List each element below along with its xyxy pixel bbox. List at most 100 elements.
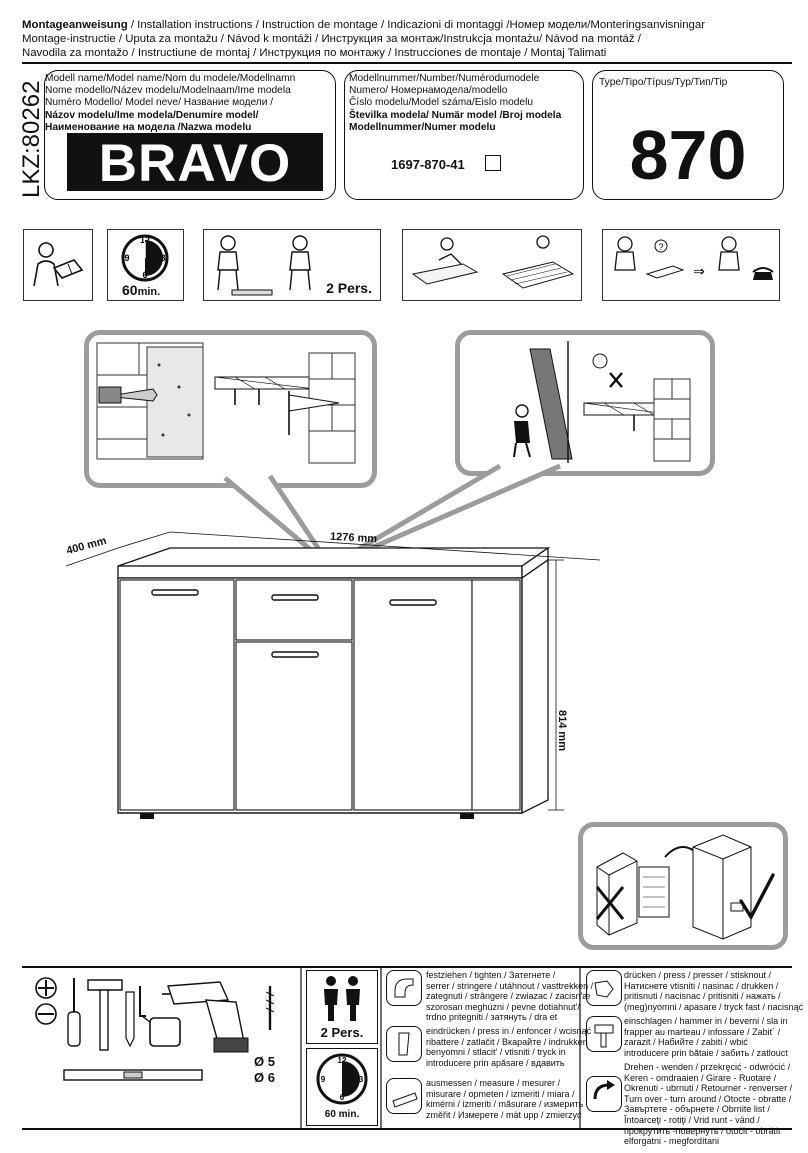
tip-over-callout — [455, 330, 715, 476]
legend-line: elforgatni - megfordítani — [624, 1136, 720, 1147]
legend-line: szorosan meghúzni / pevne dotiahnut'/ — [426, 1001, 580, 1012]
call-support-pictogram: ? ⇒ — [602, 229, 780, 301]
box-orientation-callout — [578, 822, 788, 950]
two-persons-icon — [324, 976, 360, 1021]
two-workers-icon — [217, 235, 311, 296]
header-title-main: Montageanweisung — [22, 19, 128, 31]
press-in-icon — [386, 1026, 422, 1062]
svg-text:6: 6 — [340, 1093, 345, 1102]
unpack-pictogram — [402, 229, 582, 301]
pencil-icon — [125, 991, 135, 1048]
wall-anchor-callout — [84, 330, 377, 488]
header-line1: / Installation instructions / Instructio… — [127, 19, 705, 31]
hammer-icon — [87, 979, 123, 1051]
legend-line: serrer / stringere / utáhnout / vasttrek… — [426, 980, 594, 991]
read-instructions-pictogram — [23, 229, 93, 301]
clock-icon: 12 3 6 9 — [121, 234, 169, 282]
legend-line: Okrenuti - ubrnuti / Retourner - renvers… — [624, 1083, 793, 1094]
svg-text:9: 9 — [124, 253, 129, 263]
legend-line: Keren - omdraaien / Girare - Ruotare / — [624, 1072, 777, 1083]
model-name: BRAVO — [67, 133, 323, 193]
legend-line: eindrücken / press in / enfoncer / wcisn… — [426, 1026, 592, 1036]
legend-turn-over: Drehen - wenden / przekręcić - odwrócić … — [624, 1062, 792, 1147]
legend-line: misurare / opmeten / izmeriti / miara / — [426, 1088, 575, 1099]
tools-rule-bottom — [22, 1128, 792, 1130]
checkbox-square — [485, 155, 501, 171]
time-unit: min. — [137, 286, 161, 298]
legend-line: Drehen - wenden / przekręcić - odwrócić … — [624, 1062, 791, 1072]
legend-line: einschlagen / hammer in / beverni / sla … — [624, 1016, 788, 1026]
number-label-line: Številka modela/ Numär model /Broj model… — [349, 109, 562, 121]
spirit-level-icon — [63, 1069, 203, 1081]
model-number: 1697-870-41 — [391, 157, 465, 172]
number-label-line: Numero/ Номернамодела/modello — [349, 85, 508, 97]
header-title: Montageanweisung / Installation instruct… — [22, 18, 802, 60]
persons-required: 2 Pers. — [306, 970, 378, 1044]
header-line3: Navodila za montažo / Instructiune de mo… — [22, 47, 607, 59]
drill-size-5: Ø 5 — [254, 1054, 275, 1069]
number-label-line: Modellnummer/Number/Numérodumodele — [349, 73, 540, 84]
legend-line: Натиснете vtisniti / nasinac / drukken / — [624, 980, 779, 991]
width-dimension: 1276 mm — [329, 530, 378, 546]
tools-drawing — [35, 977, 275, 1081]
unpack-box-orientation-icon — [595, 834, 775, 940]
header-line2: Montage-instructie / Uputa za montažu / … — [22, 33, 641, 45]
hammer-in-icon — [586, 1016, 622, 1052]
type-value: 870 — [629, 116, 747, 194]
tools-section-grid — [300, 966, 581, 1128]
legend-measure: ausmessen / measure / mesurer / misurare… — [426, 1078, 583, 1120]
legend-line: pritisnuti / nacisnac / pritisniti / наж… — [624, 991, 781, 1002]
type-box: Type/Tipo/Típus/Typ/Тип/Tip 870 — [592, 70, 784, 200]
legend-tighten: festziehen / tighten / Затегнете / serre… — [426, 970, 593, 1023]
header-rule — [22, 62, 792, 64]
legend-line: (meg)nyomni / apasare / tryck fast / nac… — [624, 1001, 804, 1012]
svg-text:?: ? — [658, 242, 663, 252]
model-name-box: Modell name/Model name/Nom du modele/Mod… — [44, 70, 336, 200]
tape-measure-icon — [141, 1015, 181, 1047]
legend-line: прокрутить -повернуть / otočit - obrátit — [624, 1125, 781, 1136]
time-value: 60 — [122, 282, 138, 298]
number-label-line: Modellnummer/Numer modelu — [349, 121, 496, 133]
turn-over-icon — [586, 1076, 622, 1112]
legend-line: Завъртете - обърнете / Obrnite list / — [624, 1104, 770, 1115]
persons-count: 2 Pers. — [320, 1025, 364, 1040]
time-pictogram: 12 3 6 9 60min. — [107, 229, 184, 301]
legend-line: zarazit / Набийте / zabiti / wbić — [624, 1037, 748, 1048]
tip-over-warning-icon — [513, 341, 691, 463]
legend-line: změřit / Измерете / mät upp / zmierzyć — [426, 1109, 582, 1120]
type-label: Type/Tipo/Típus/Typ/Тип/Tip — [599, 77, 728, 88]
legend-line: zategnuti / strângere / zwiazac / zacisn… — [426, 991, 591, 1002]
legend-line: kimérni / izmeriti / măsurare / измерить — [426, 1099, 584, 1110]
tighten-icon — [386, 970, 422, 1006]
legend-line: Întoarceţi - rotiţi / Vrid runt - vänd / — [624, 1114, 760, 1125]
phone-support-icon: ? ⇒ — [614, 236, 774, 280]
legend-hammer-in: einschlagen / hammer in / beverni / sla … — [624, 1016, 788, 1058]
legend-line: frapper au marteau / infossare / Zabit´ … — [624, 1026, 781, 1037]
persons-label: 2 Pers. — [326, 280, 372, 296]
drill-bit-icon — [265, 986, 275, 1030]
two-persons-pictogram: 2 Pers. — [203, 229, 381, 301]
model-label-line: Modell name/Model name/Nom du modele/Mod… — [45, 73, 296, 84]
power-drill-icon — [162, 981, 249, 1053]
legend-line: introducere prin bătaie / забить / zatlo… — [624, 1047, 788, 1058]
wall-anchor-icon — [96, 342, 356, 464]
legend-press-in: eindrücken / press in / enfoncer / wcisn… — [426, 1026, 591, 1068]
legend-press: drücken / press / presser / stisknout / … — [624, 970, 803, 1012]
hex-key-icon — [139, 986, 146, 1017]
flat-screw-icon — [35, 1003, 57, 1025]
svg-text:⇒: ⇒ — [693, 263, 705, 279]
legend-line: benyomni / stlacit' / vtisniti / tryck i… — [426, 1047, 566, 1058]
model-number-box: Modellnummer/Number/Numérodumodele Numer… — [344, 70, 584, 200]
unpack-on-carpet-icon — [411, 235, 575, 289]
screwdriver-icon — [67, 978, 81, 1047]
height-dimension: 814 mm — [556, 710, 568, 751]
legend-line: trdno pritegniti / затянуть / dra et — [426, 1012, 558, 1023]
time-label: 60 min. — [324, 1109, 360, 1120]
model-label-line: Наименование на модела /Nazwa modelu — [45, 121, 252, 133]
measure-icon — [386, 1078, 422, 1114]
tools-rule-top — [22, 966, 792, 968]
legend-line: Turn over - turn around / Otocte - obrat… — [624, 1093, 792, 1104]
svg-text:12: 12 — [338, 1056, 347, 1065]
press-icon — [586, 970, 622, 1006]
